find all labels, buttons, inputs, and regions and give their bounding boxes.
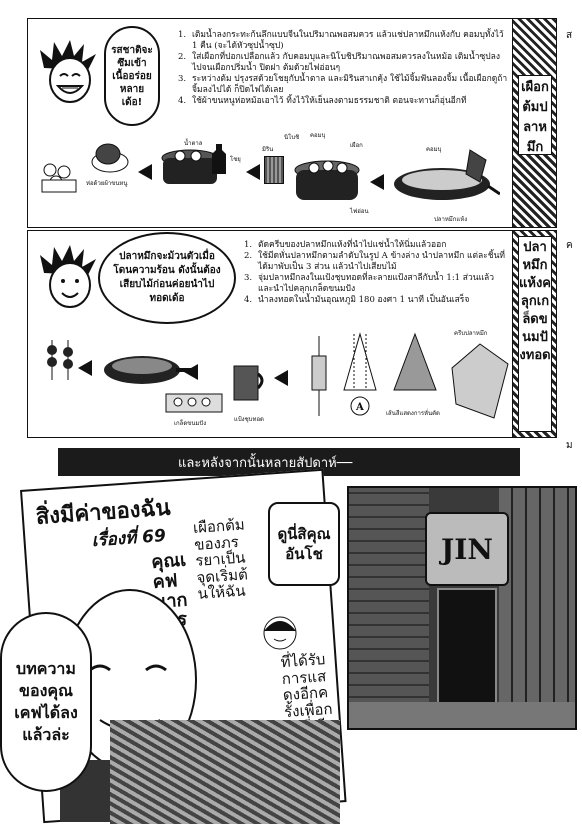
top-arrow-1	[138, 164, 152, 180]
pot-icon	[160, 144, 220, 190]
top-recipe-steps: 1.เติมน้ำลงกระทะก้นลึกแบบจีนในปริมาณพอสม…	[178, 30, 508, 106]
top-caption-sugar: น้ำตาล	[184, 140, 203, 147]
woman-face-icon	[262, 615, 298, 651]
top-bubble-text: รสชาติจะซึมเข้าเนื้ออร่อยหลายเด้อ!	[111, 44, 153, 108]
bottom-recipe-steps: 1.ตัดครีบของปลาหมึกแห้งที่นำไปแช่น้ำให้น…	[244, 240, 510, 306]
wok-squid-icon	[390, 146, 501, 206]
simmer-pot-icon	[292, 158, 362, 208]
banner-text: และหลังจากนั้นหลายสัปดาห์──	[178, 455, 353, 471]
page-mark-3: ม	[566, 440, 573, 451]
bottom-step-1: ตัดครีบของปลาหมึกแห้งที่นำไปแช่น้ำให้นิ่…	[258, 240, 447, 250]
bottom-arrow-1	[78, 360, 92, 376]
taro-plate-icon	[90, 140, 130, 174]
bottom-side-label: ปลาหมึกแห้งคลุกเกล็ดขนมปังทอด	[518, 236, 552, 432]
bottom-caption-cut-lines: เส้นสีแสดงการหั่นตัด	[386, 410, 440, 417]
top-caption-kombu: คอมบุ	[310, 132, 326, 139]
shop-sign-text: JIN	[441, 532, 493, 566]
bottom-chef-face-icon	[38, 245, 102, 315]
bottom-caption-breadcrumb: เกล็ดขนมปัง	[174, 420, 207, 427]
right-speech-text: ดูนี่สิคุณอันโช	[277, 525, 331, 563]
shop-sign: JIN	[425, 512, 509, 586]
bottom-arrow-2	[184, 364, 198, 380]
top-step-1: เติมน้ำลงกระทะก้นลึกแบบจีนในปริมาณพอสมคว…	[192, 30, 504, 51]
street-ground	[349, 702, 575, 728]
bottom-step-4: นำลงทอดในน้ำมันอุณหภูมิ 180 องศา 1 นาที …	[258, 295, 470, 305]
top-side-label: เผือกต้มปลาหมึก	[518, 75, 552, 155]
right-speech-bubble: ดูนี่สิคุณอันโช	[268, 502, 340, 586]
top-caption-towel: ห่อด้วยผ้าขนหนู	[86, 180, 128, 187]
page-mark-1: ส	[566, 30, 573, 41]
top-chef-speech-bubble: รสชาติจะซึมเข้าเนื้ออร่อยหลายเด้อ!	[104, 26, 160, 126]
cut-squid-icon	[390, 330, 440, 406]
top-chef-face-icon	[38, 40, 102, 110]
building-left	[349, 488, 429, 728]
top-arrow-2	[246, 164, 260, 180]
top-step-4: ใช้ผ้าขนหนูห่อหม้อเอาไว้ ทิ้งไว้ให้เย็นล…	[192, 96, 467, 106]
top-caption-mirin: มิริน	[262, 146, 274, 153]
frying-pan-icon	[102, 346, 192, 392]
squid-skewer-icon	[304, 336, 334, 416]
building-right	[499, 488, 575, 728]
bottom-chef-speech-bubble: ปลาหมึกจะม้วนตัวเมื่อโดนความร้อน ดังนั้น…	[98, 232, 236, 324]
top-step-2: ใส่เผือกที่ปอกเปลือกแล้ว กับคอมบุและนิโบ…	[192, 52, 500, 73]
left-speech-bubble: บทความของคุณเคฟได้ลงแล้วล่ะ	[0, 612, 92, 792]
soy-bottle-icon	[212, 144, 226, 174]
kombu-strip-icon	[264, 156, 284, 184]
magazine-column-taro: เผือกต้มของภรรยาเป็นจุดเริ่มต้นให้ฉัน	[192, 515, 249, 603]
bottom-arrow-3	[274, 370, 288, 386]
bottom-step-3: จุ่มปลาหมึกลงในแป้งชุบทอดที่ละลายแป้งสาล…	[258, 273, 495, 294]
readers-hands-icon	[110, 720, 340, 824]
top-illustrations: ห่อด้วยผ้าขนหนู น้ำตาล โชยุ มิริน คอมบุ …	[34, 130, 504, 225]
street-panel: JIN	[347, 486, 577, 730]
top-caption-niboshi: นิโบชิ	[284, 134, 300, 141]
bottom-caption-batter: แป้งชุบทอด	[234, 416, 264, 423]
bottom-step-2: ใช้มีดหั่นปลาหมึกตามลำดับในรูป A ข้างล่า…	[258, 251, 505, 272]
bottom-bubble-text: ปลาหมึกจะม้วนตัวเมื่อโดนความร้อน ดังนั้น…	[113, 251, 221, 304]
taro-bowl-icon	[40, 160, 78, 194]
skewers-plate-icon	[42, 340, 82, 390]
bottom-caption-a-label: A	[356, 402, 364, 413]
top-step-3: ระหว่างต้ม ปรุงรสด้วยโชยุกับน้ำตาล และมิ…	[192, 74, 508, 95]
batter-cup-icon	[230, 356, 266, 406]
breadcrumb-tray-icon	[164, 390, 224, 416]
bottom-caption-fin: ครีบปลาหมึก	[454, 330, 488, 337]
bottom-illustrations: เกล็ดขนมปัง แป้งชุบทอด A เส้นสีแสดงการหั…	[34, 330, 510, 435]
magazine-episode: เรื่องที่ 69	[91, 525, 167, 552]
top-caption-low-heat: ไฟอ่อน	[350, 208, 369, 215]
top-caption-dried-squid: ปลาหมึกแห้ง	[434, 216, 468, 223]
top-caption-kombu-2: คอมบุ	[426, 146, 442, 153]
cut-diagram-a	[340, 330, 380, 418]
top-arrow-3	[370, 174, 384, 190]
top-caption-taro: เผือก	[350, 142, 363, 149]
squid-fin-icon	[450, 334, 510, 422]
left-speech-text: บทความของคุณเคฟได้ลงแล้วล่ะ	[14, 659, 78, 744]
top-caption-soy: โชยุ	[230, 156, 241, 163]
page-mark-2: ค	[566, 240, 573, 251]
